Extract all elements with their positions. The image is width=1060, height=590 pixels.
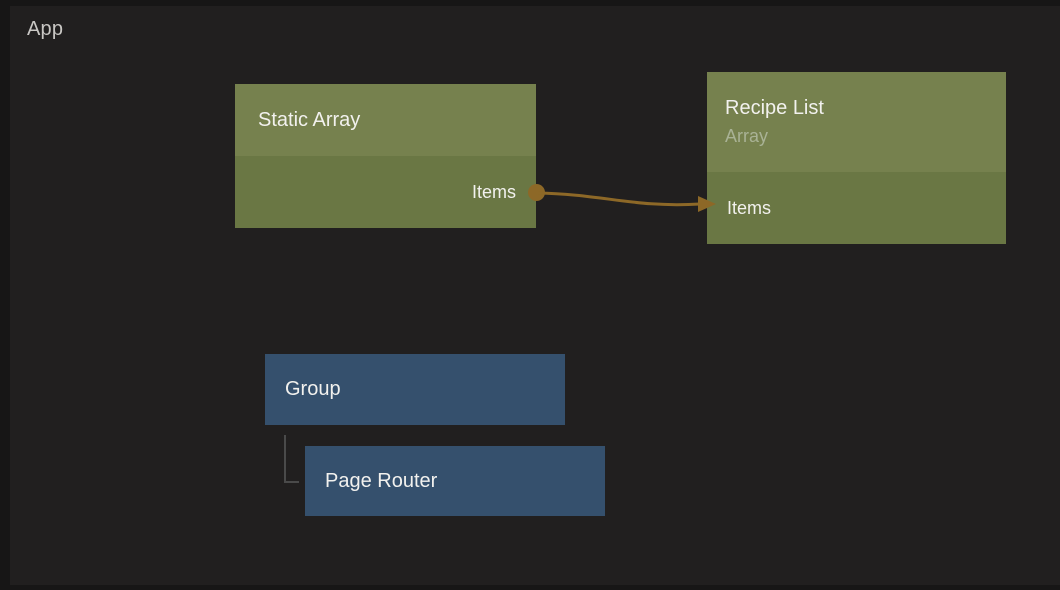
canvas-edge-left — [0, 0, 10, 590]
node-title: Page Router — [325, 469, 438, 492]
node-title: Static Array — [258, 108, 361, 131]
input-port-label: Items — [727, 197, 772, 218]
node-subtitle: Array — [725, 126, 769, 146]
component-path-label: App — [27, 18, 64, 40]
hierarchy-connector-vertical — [284, 435, 286, 483]
node-recipe-list[interactable]: Recipe List Array Items — [707, 72, 1006, 244]
node-port-section: Items — [235, 156, 545, 228]
node-title: Recipe List — [725, 97, 824, 119]
node-group[interactable]: Group — [265, 354, 565, 425]
node-page-router[interactable]: Page Router — [305, 446, 605, 516]
port-row: Items — [235, 156, 536, 228]
canvas-edge-bottom — [0, 585, 1060, 590]
node-static-array[interactable]: Static Array Items — [235, 84, 545, 228]
node-header: Static Array — [235, 84, 536, 156]
node-port-section: Items — [707, 172, 1006, 244]
connection-wire-static-array-to-recipe-list[interactable] — [535, 191, 702, 207]
hierarchy-connector-horizontal — [284, 481, 299, 483]
canvas-edge-top — [0, 0, 1060, 6]
connection-arrowhead-icon — [698, 196, 716, 212]
node-title: Group — [285, 378, 341, 400]
output-port-label: Items — [471, 181, 516, 202]
node-header: Recipe List Array — [707, 72, 1006, 172]
port-row: Items — [707, 172, 1006, 244]
